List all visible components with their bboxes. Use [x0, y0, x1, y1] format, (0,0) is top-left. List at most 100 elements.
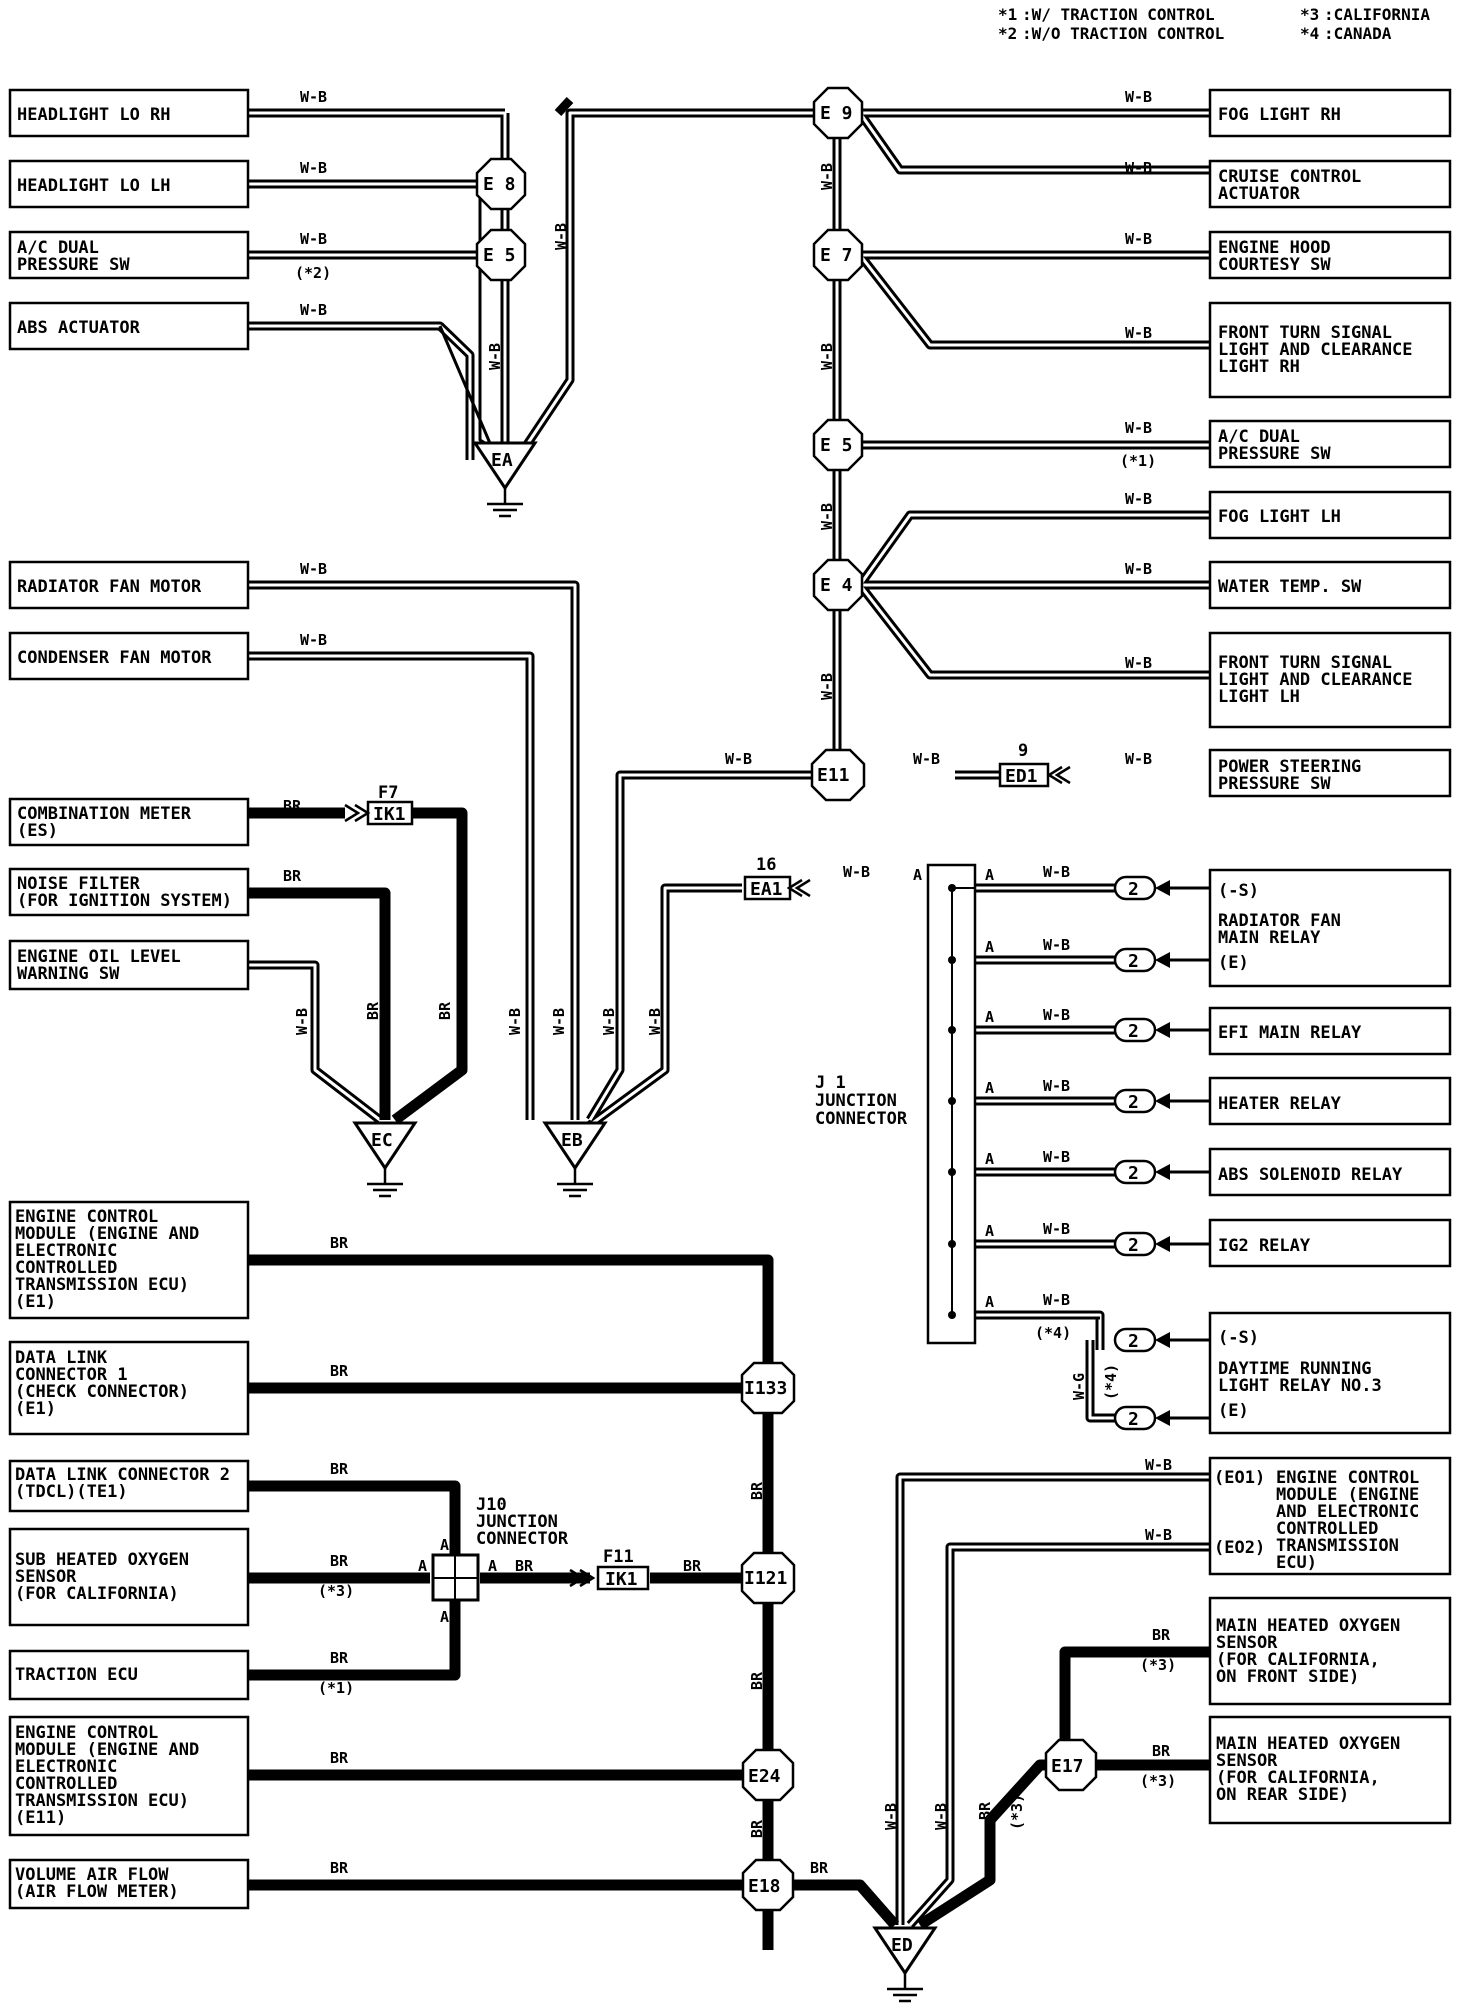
ecm-e11-line-5: TRANSMISSION ECU): [15, 1791, 189, 1811]
wl-17: W-B: [300, 631, 327, 649]
wl-9: W-B: [1125, 419, 1152, 437]
ground-points: EA EB EC ED: [352, 441, 938, 2003]
wl-2: W-B: [300, 159, 327, 177]
ecm-eo-line-2: MODULE (ENGINE: [1276, 1485, 1419, 1505]
ecm-eo-line-6: ECU): [1276, 1553, 1317, 1573]
j1-line-3: CONNECTOR: [815, 1109, 908, 1129]
ecm-e1-line-2: MODULE (ENGINE AND: [15, 1224, 199, 1244]
e9-label: E 9: [820, 103, 853, 124]
j10-line-2: JUNCTION: [476, 1512, 558, 1532]
legend-key-1: *1: [998, 5, 1017, 24]
fog-light-lh-label: FOG LIGHT LH: [1218, 507, 1341, 527]
legend-text-2: :W/O TRACTION CONTROL: [1022, 24, 1224, 43]
drl-relay-line-2: DAYTIME RUNNING: [1218, 1359, 1372, 1379]
wl-13: W-B: [1125, 750, 1152, 768]
ecm-e1-line-6: (E1): [15, 1292, 56, 1312]
vl-13: BR: [436, 1001, 454, 1020]
wl-20: W-B: [1043, 936, 1070, 954]
wire-wb-group: [248, 96, 1210, 1928]
legend-key-4: *4: [1300, 24, 1319, 43]
front-turn-rh-line-3: LIGHT RH: [1218, 357, 1300, 377]
abs-solenoid-relay-label: ABS SOLENOID RELAY: [1218, 1165, 1403, 1185]
legend-text-4: :CANADA: [1324, 24, 1392, 43]
vl-9: W-B: [600, 1008, 618, 1035]
a-label-2: A: [985, 866, 994, 884]
legend-key-2: *2: [998, 24, 1017, 43]
rad-fan-relay-line-1: (-S): [1218, 881, 1259, 901]
vl-note-n3: (*3): [1008, 1794, 1026, 1830]
ea1-label: EA1: [750, 879, 783, 900]
wl-br-13: BR: [1152, 1626, 1171, 1644]
cruise-control-line-1: CRUISE CONTROL: [1218, 167, 1361, 187]
e5-right-label: E 5: [820, 435, 853, 456]
wl-19: W-B: [1043, 863, 1070, 881]
e18-label: E18: [748, 1876, 781, 1897]
component-labels: HEADLIGHT LO RH HEADLIGHT LO LH A/C DUAL…: [15, 105, 1419, 1902]
data-link-2-line-2: (TDCL)(TE1): [15, 1482, 128, 1502]
ed1-label: ED1: [1005, 766, 1038, 787]
drl-relay-line-1: (-S): [1218, 1328, 1259, 1348]
a-label-9: A: [418, 1557, 427, 1575]
vl-15: BR: [748, 1671, 766, 1690]
connector-e5-right: E 5: [812, 418, 864, 472]
connector-e17: E17: [1044, 1738, 1098, 1792]
ed1-connector: ED1 9: [998, 741, 1071, 788]
f11-label: F11: [603, 1547, 634, 1567]
pin-2-ig2: 2: [1128, 1235, 1139, 1256]
ecm-e1-line-3: ELECTRONIC: [15, 1241, 117, 1261]
j10-title: J10: [476, 1495, 507, 1515]
a-label-4: A: [985, 1008, 994, 1026]
engine-hood-line-1: ENGINE HOOD: [1218, 238, 1331, 258]
a-label-8: A: [985, 1293, 994, 1311]
vaf-line-1: VOLUME AIR FLOW: [15, 1865, 169, 1885]
a-label-12: A: [440, 1608, 449, 1626]
noise-filter-label-2: (FOR IGNITION SYSTEM): [17, 891, 232, 911]
wl-br-1: BR: [283, 797, 302, 815]
front-turn-lh-line-1: FRONT TURN SIGNAL: [1218, 653, 1392, 673]
legend-text-3: :CALIFORNIA: [1324, 5, 1430, 24]
ecm-e11-line-4: CONTROLLED: [15, 1774, 117, 1794]
cruise-control-line-2: ACTUATOR: [1218, 184, 1301, 204]
data-link-1-line-4: (E1): [15, 1399, 56, 1419]
p9-label: 9: [1018, 741, 1028, 761]
wl-4: W-B: [300, 301, 327, 319]
wl-25: W-B: [1043, 1291, 1070, 1309]
vl-16: BR: [748, 1819, 766, 1838]
vl-10: W-B: [646, 1008, 664, 1035]
vl-7: W-B: [506, 1008, 524, 1035]
f7-label: F7: [378, 783, 398, 803]
sub-o2-line-3: (FOR CALIFORNIA): [15, 1584, 179, 1604]
main-o2-front-line-2: SENSOR: [1216, 1633, 1278, 1653]
note-n2: (*2): [295, 264, 331, 282]
main-o2-front-line-3: (FOR CALIFORNIA,: [1216, 1650, 1380, 1670]
front-turn-rh-line-1: FRONT TURN SIGNAL: [1218, 323, 1392, 343]
wl-br-3: BR: [330, 1234, 349, 1252]
ig2-relay-label: IG2 RELAY: [1218, 1236, 1311, 1256]
vl-12: BR: [364, 1001, 382, 1020]
connector-e18: E18: [741, 1858, 795, 1912]
legend-key-3: *3: [1300, 5, 1319, 24]
combination-meter-label-2: (ES): [17, 821, 58, 841]
wl-6: W-B: [1125, 159, 1152, 177]
ecm-eo-line-5: TRANSMISSION: [1276, 1536, 1399, 1556]
connector-e8: E 8: [475, 157, 527, 211]
engine-oil-label-1: ENGINE OIL LEVEL: [17, 947, 181, 967]
vl-20: W-G: [1070, 1373, 1088, 1400]
ecm-e1-line-1: ENGINE CONTROL: [15, 1207, 158, 1227]
ac-dual-left-label-1: A/C DUAL: [17, 238, 99, 258]
e8-label: E 8: [483, 174, 516, 195]
power-steering-line-2: PRESSURE SW: [1218, 774, 1331, 794]
sub-o2-line-1: SUB HEATED OXYGEN: [15, 1550, 189, 1570]
ecm-eo-line-4: CONTROLLED: [1276, 1519, 1378, 1539]
wl-27: W-B: [1145, 1526, 1172, 1544]
wl-br-9: BR: [330, 1649, 349, 1667]
note-n4: (*4): [1035, 1324, 1071, 1342]
main-o2-front-line-1: MAIN HEATED OXYGEN: [1216, 1616, 1400, 1636]
radiator-fan-motor-label: RADIATOR FAN MOTOR: [17, 577, 202, 597]
ecm-e11-line-3: ELECTRONIC: [15, 1757, 117, 1777]
vl-19: BR: [976, 1801, 994, 1820]
connector-i133: I133: [740, 1361, 796, 1415]
p16-label: 16: [756, 855, 776, 875]
wire-labels: W-B W-B W-B (*2) W-B W-B W-B W-B W-B W-B…: [283, 88, 1176, 1877]
